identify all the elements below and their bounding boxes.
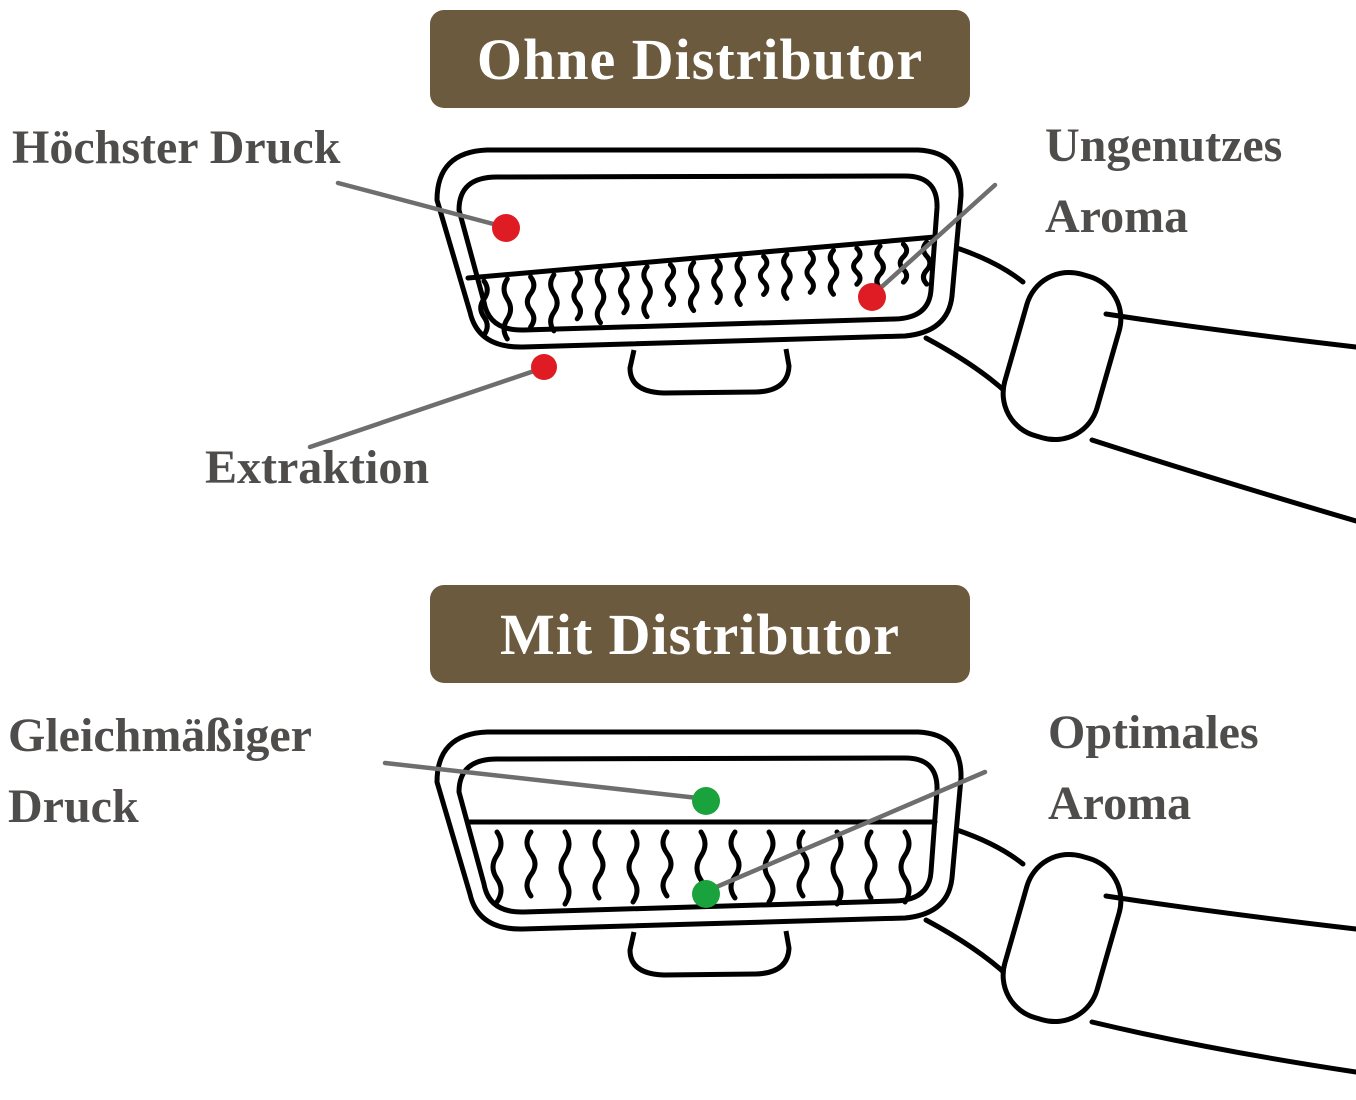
title-mit-distributor-text: Mit Distributor — [500, 601, 900, 667]
handle-neck-top-line — [954, 245, 1026, 285]
handle-neck-bottom-line — [923, 335, 1011, 397]
label-hoechster-druck-text: Höchster Druck — [12, 121, 341, 174]
uneven-coffee-squiggles — [478, 239, 933, 342]
handle-collar — [1000, 269, 1124, 443]
handle-neck-top-line — [954, 827, 1026, 867]
label-extraktion-text: Extraktion — [205, 441, 430, 494]
pointer-hoechster-druck — [335, 180, 504, 229]
spout — [627, 348, 792, 396]
label-ungenutzes-aroma-line2: Aroma — [1045, 190, 1189, 243]
label-extraktion: Extraktion — [205, 432, 429, 503]
label-optimales-aroma-line1: Optimales — [1048, 706, 1259, 759]
handle-bottom-line — [1089, 437, 1356, 524]
handle-top-line — [1103, 311, 1356, 350]
label-optimales-aroma: Optimales Aroma — [1048, 697, 1259, 839]
pointer-gleichmaessiger-druck — [382, 760, 701, 801]
label-ungenutzes-aroma: Ungenutzes Aroma — [1045, 110, 1282, 252]
dot-ungenutzes-aroma — [858, 283, 886, 311]
portafilter-bottom-drawing — [382, 729, 1356, 1075]
even-coffee-squiggles — [490, 829, 912, 907]
handle-top-line — [1103, 893, 1356, 932]
spout — [627, 930, 792, 978]
label-hoechster-druck: Höchster Druck — [12, 112, 340, 183]
title-mit-distributor: Mit Distributor — [430, 585, 970, 683]
portafilter-top-drawing — [307, 147, 1356, 524]
dot-optimales-aroma — [692, 880, 720, 908]
dot-gleichmaessiger-druck — [692, 787, 720, 815]
pointer-optimales-aroma — [711, 769, 988, 891]
body-inner — [456, 755, 940, 915]
handle-collar — [1000, 851, 1124, 1025]
label-gleichmaessiger-druck-line2: Druck — [8, 780, 139, 833]
pointer-ungenutzes-aroma — [873, 182, 998, 295]
title-ohne-distributor: Ohne Distributor — [430, 10, 970, 108]
label-gleichmaessiger-druck-line1: Gleichmäßiger — [8, 709, 312, 762]
handle-neck-bottom-line — [923, 917, 1011, 979]
title-ohne-distributor-text: Ohne Distributor — [476, 26, 924, 92]
dot-hoechster-druck — [492, 214, 520, 242]
uneven-coffee-surface-line — [465, 234, 938, 281]
dot-extraktion — [531, 354, 557, 380]
label-gleichmaessiger-druck: Gleichmäßiger Druck — [8, 700, 312, 842]
label-optimales-aroma-line2: Aroma — [1048, 777, 1192, 830]
label-ungenutzes-aroma-line1: Ungenutzes — [1045, 119, 1283, 172]
handle-bottom-line — [1089, 1019, 1356, 1075]
pointer-extraktion — [307, 366, 543, 450]
